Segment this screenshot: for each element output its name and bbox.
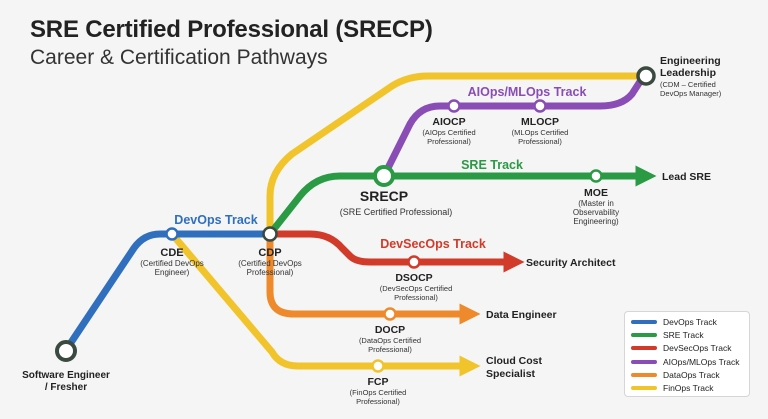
- legend-label-finops: FinOps Track: [663, 383, 714, 394]
- label-moe-full-2: Observability: [573, 208, 619, 217]
- page-subtitle: Career & Certification Pathways: [30, 46, 328, 69]
- legend-swatch-dataops: [631, 372, 657, 377]
- legend-swatch-aiops: [631, 359, 657, 364]
- label-moe-full-3: Engineering): [573, 217, 619, 226]
- legend-swatch-finops: [631, 386, 657, 391]
- label-fcp: FCP: [368, 376, 389, 388]
- legend-swatch-devops: [631, 319, 657, 324]
- dest-eng-leadership-desc-1: (CDM – Certified: [660, 80, 716, 89]
- finops-line-fcp: [168, 230, 481, 377]
- dataops-line: [266, 230, 481, 325]
- label-cde-full-2: Engineer): [155, 268, 190, 277]
- node-cdp[interactable]: [262, 226, 278, 242]
- label-docp-full-1: (DataOps Certified: [359, 336, 421, 345]
- track-label-aiops: AIOps/MLOps Track: [468, 85, 587, 99]
- node-docp[interactable]: [383, 307, 397, 321]
- devsecops-line: [266, 230, 525, 273]
- legend-swatch-sre: [631, 332, 657, 337]
- aiops-line: [380, 73, 647, 180]
- devops-line: [62, 230, 274, 354]
- label-dsocp-full-2: Professional): [394, 293, 438, 302]
- label-docp-full-2: Professional): [368, 345, 412, 354]
- label-fcp-full-2: Professional): [356, 397, 400, 406]
- legend-swatch-devsecops: [631, 346, 657, 351]
- legend-label-aiops: AIOps/MLOps Track: [663, 356, 740, 367]
- node-software-engineer[interactable]: [55, 340, 77, 362]
- node-dsocp[interactable]: [407, 255, 421, 269]
- label-dsocp-full-1: (DevSecOps Certified: [380, 284, 453, 293]
- node-fcp[interactable]: [371, 359, 385, 373]
- node-eng-leadership[interactable]: [636, 66, 656, 86]
- dest-cloud-cost-1: Cloud Cost: [486, 355, 542, 367]
- label-aiocp-full-1: (AIOps Certified: [422, 128, 475, 137]
- label-aiocp-full-2: Professional): [427, 137, 471, 146]
- legend-label-sre: SRE Track: [663, 329, 704, 340]
- dest-eng-leadership-2: Leadership: [660, 67, 716, 79]
- track-label-devsecops: DevSecOps Track: [380, 237, 486, 251]
- dest-eng-leadership-1: Engineering: [660, 55, 721, 67]
- legend-label-dataops: DataOps Track: [663, 369, 720, 380]
- node-mlocp[interactable]: [533, 99, 547, 113]
- label-cde: CDE: [160, 247, 183, 259]
- label-docp: DOCP: [375, 324, 405, 336]
- node-srecp[interactable]: [373, 165, 395, 187]
- legend-item-finops: FinOps Track: [631, 381, 743, 394]
- label-mlocp-full-2: Professional): [518, 137, 562, 146]
- legend-label-devops: DevOps Track: [663, 316, 717, 327]
- legend-item-dataops: DataOps Track: [631, 368, 743, 381]
- label-software-engineer: Software Engineer: [22, 370, 110, 381]
- legend-item-devops: DevOps Track: [631, 315, 743, 328]
- node-moe[interactable]: [589, 169, 603, 183]
- label-cdp-full-2: Professional): [247, 268, 294, 277]
- legend-item-aiops: AIOps/MLOps Track: [631, 355, 743, 368]
- label-moe: MOE: [584, 187, 608, 199]
- track-label-sre: SRE Track: [461, 158, 523, 172]
- label-fresher: / Fresher: [45, 382, 87, 393]
- finops-line-leadership: [266, 72, 646, 238]
- node-aiocp[interactable]: [447, 99, 461, 113]
- legend-label-devsecops: DevSecOps Track: [663, 343, 732, 354]
- label-mlocp-full-1: (MLOps Certified: [512, 128, 569, 137]
- dest-data-engineer: Data Engineer: [486, 309, 557, 321]
- legend-item-sre: SRE Track: [631, 328, 743, 341]
- label-cde-full-1: (Certified DevOps: [140, 259, 204, 268]
- label-cdp-full-1: (Certified DevOps: [238, 259, 302, 268]
- label-dsocp: DSOCP: [395, 272, 432, 284]
- node-cde[interactable]: [165, 227, 179, 241]
- dest-eng-leadership-desc-2: DevOps Manager): [660, 89, 722, 98]
- label-aiocp: AIOCP: [432, 116, 465, 128]
- legend: DevOps Track SRE Track DevSecOps Track A…: [624, 311, 750, 397]
- label-fcp-full-1: (FinOps Certified: [350, 388, 407, 397]
- label-cdp: CDP: [258, 247, 281, 259]
- track-label-devops: DevOps Track: [174, 213, 257, 227]
- label-srecp: SRECP: [360, 188, 408, 204]
- page-title: SRE Certified Professional (SRECP): [30, 16, 433, 43]
- label-moe-full-1: (Master in: [578, 199, 614, 208]
- dest-security-architect: Security Architect: [526, 257, 616, 269]
- label-mlocp: MLOCP: [521, 116, 559, 128]
- label-srecp-full: (SRE Certified Professional): [340, 207, 453, 217]
- legend-item-devsecops: DevSecOps Track: [631, 342, 743, 355]
- sre-line: [266, 165, 657, 238]
- dest-cloud-cost-2: Specialist: [486, 368, 536, 380]
- dest-lead-sre: Lead SRE: [662, 171, 711, 183]
